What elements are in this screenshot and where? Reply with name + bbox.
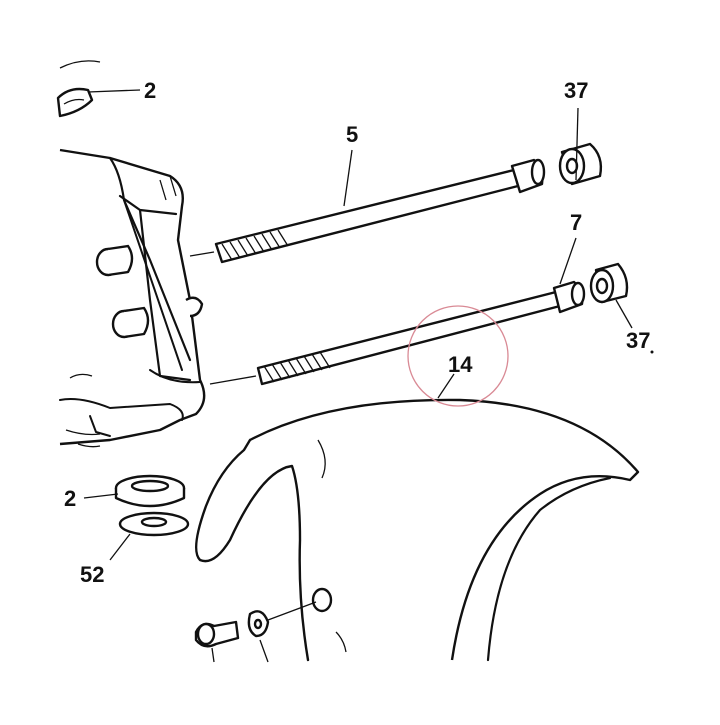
callout-37-top: 37	[564, 78, 588, 103]
washer-52	[118, 511, 190, 537]
bolt-7	[209, 280, 586, 386]
nut-37-right	[589, 262, 629, 304]
callout-2-top: 2	[144, 78, 156, 103]
callout-2-bottom: 2	[64, 486, 76, 511]
callout-14: 14	[448, 352, 473, 377]
callout-52: 52	[80, 562, 104, 587]
fork-housing	[56, 60, 206, 448]
callout-37-right: 37	[626, 328, 650, 353]
fender-screw	[194, 601, 317, 663]
seal-2-bottom	[114, 474, 186, 508]
leader-lines	[83, 89, 654, 561]
callout-5: 5	[346, 122, 358, 147]
nut-37-top	[558, 142, 603, 186]
bolt-5	[189, 158, 546, 264]
callout-7: 7	[570, 210, 582, 235]
highlight-circle	[407, 305, 509, 407]
front-fender	[194, 398, 640, 662]
